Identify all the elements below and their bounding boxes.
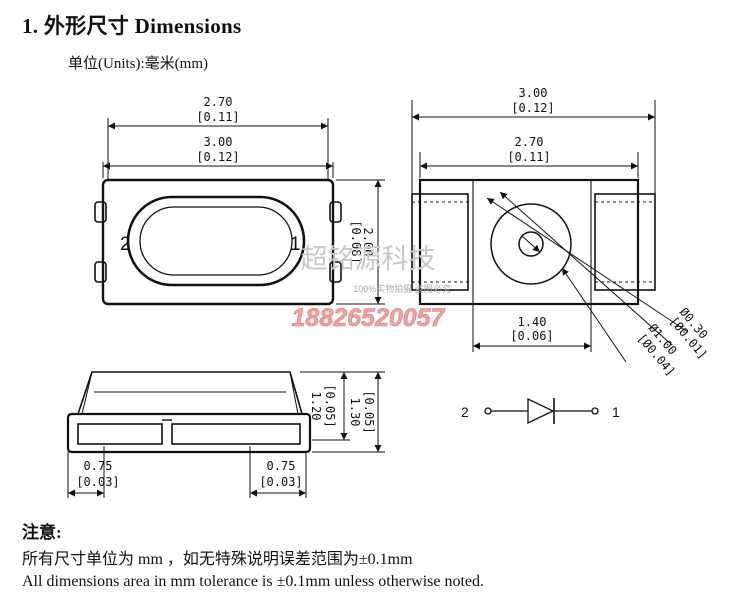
dim-2-70-bottom-inch-label: [0.11] xyxy=(507,150,550,164)
dim-1-30-label: 1.30 xyxy=(348,398,362,427)
dim-1-40-inch-label: [0.06] xyxy=(510,329,553,343)
lens-outer-oval xyxy=(126,195,306,287)
schematic-terminal-left xyxy=(484,407,492,415)
bottom-view-pad-left xyxy=(411,193,469,291)
top-view xyxy=(94,118,385,306)
side-view xyxy=(66,371,385,498)
lens-inner-oval xyxy=(139,206,293,276)
dim-2-70-inch-label: [0.11] xyxy=(196,110,239,124)
dim-3-00-label: 3.00 xyxy=(204,135,233,149)
diode-schematic xyxy=(484,397,599,425)
dim-1-30-inch-label: [0.05] xyxy=(362,390,376,433)
dim-2-70-bottom-label: 2.70 xyxy=(515,135,544,149)
dim-1-40-label: 1.40 xyxy=(518,315,547,329)
page-title: 1. 外形尺寸 Dimensions xyxy=(22,14,242,38)
leader-small-dia-2 xyxy=(521,235,541,253)
dim-3-00-bottom-inch-label: [0.12] xyxy=(511,101,554,115)
top-view-pin-1-label: 1 xyxy=(290,234,301,255)
top-view-lead-right-upper xyxy=(329,201,342,223)
dim-0-75-left-inch-label: [0.03] xyxy=(76,475,119,489)
leader-small-dia xyxy=(486,197,689,333)
dim-0-75-right-label: 0.75 xyxy=(267,459,296,473)
top-view-pin-2-label: 2 xyxy=(120,234,131,255)
notes-line-english: All dimensions area in mm tolerance is ±… xyxy=(22,573,485,590)
top-view-body xyxy=(101,178,335,306)
top-view-lead-left-lower xyxy=(94,261,107,283)
bottom-view-small-circle xyxy=(518,231,544,257)
dim-2-00-inch-label: [0.08] xyxy=(349,220,363,263)
leader-large-dia xyxy=(499,191,673,346)
dim-3-00-bottom-label: 3.00 xyxy=(519,86,548,100)
dim-2-70-label: 2.70 xyxy=(204,95,233,109)
side-view-base-frame xyxy=(66,412,312,454)
bottom-view-large-circle xyxy=(490,203,572,285)
dim-1-20-inch-label: [0.05] xyxy=(323,384,337,427)
side-view-pad-right xyxy=(171,423,301,445)
side-view-pad-left xyxy=(77,423,163,445)
dim-0-75-left-label: 0.75 xyxy=(84,459,113,473)
dim-1-20-label: 1.20 xyxy=(309,392,323,421)
watermark-phone: 18826520057 xyxy=(292,304,446,332)
watermark-company: 超铭源科技 xyxy=(301,244,436,274)
top-view-lead-left-upper xyxy=(94,201,107,223)
dim-3-00-inch-label: [0.12] xyxy=(196,150,239,164)
notes-title: 注意: xyxy=(22,523,62,542)
diode-triangle-icon xyxy=(527,397,555,425)
bottom-view-center-frame xyxy=(472,179,592,305)
dim-0-75-right-inch-label: [0.03] xyxy=(259,475,302,489)
dim-2-00-label: 2.00 xyxy=(361,228,375,257)
schematic-pin-2-label: 2 xyxy=(461,404,469,420)
units-label: 单位(Units):毫米(mm) xyxy=(68,56,208,72)
schematic-pin-1-label: 1 xyxy=(612,404,620,420)
notes-line-chinese: 所有尺寸单位为 mm ，如无特殊说明误差范围为±0.1mm xyxy=(22,551,413,568)
bottom-view xyxy=(411,100,689,363)
side-view-lens-body xyxy=(76,371,304,415)
schematic-terminal-right xyxy=(591,407,599,415)
watermark-tagline: 100%实物拍摄 盗图必究 xyxy=(353,283,451,294)
top-view-lead-right-lower xyxy=(329,261,342,283)
